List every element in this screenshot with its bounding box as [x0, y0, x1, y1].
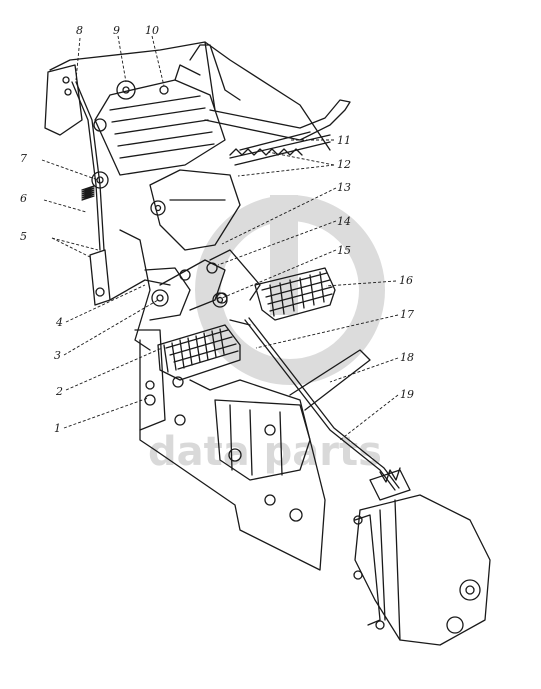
leader-7	[41, 159, 99, 181]
leader-14	[217, 220, 337, 266]
watermark: data parts	[148, 195, 385, 475]
pedal-mechanism-drawing	[44, 41, 491, 646]
callout-13: 13	[337, 181, 351, 194]
leader-2	[65, 347, 163, 391]
callout-labels: 1 2 3 4 5 6 7 8 9 10 11 12 13 14 15 16 1…	[20, 24, 414, 435]
leader-19	[339, 394, 399, 441]
callout-2: 2	[55, 385, 63, 398]
leader-13	[221, 187, 337, 245]
leader-10	[151, 35, 165, 87]
leader-12b	[237, 164, 335, 177]
leader-1	[63, 397, 149, 429]
leader-6	[43, 199, 87, 213]
leader-16	[325, 280, 397, 287]
callout-6: 6	[20, 192, 27, 205]
callout-5: 5	[20, 230, 27, 243]
leader-4	[65, 284, 146, 323]
leader-17	[255, 314, 399, 349]
callout-19: 19	[400, 388, 414, 401]
callout-10: 10	[145, 24, 159, 37]
callout-9: 9	[113, 24, 120, 37]
callout-18: 18	[400, 351, 414, 364]
callout-17: 17	[400, 308, 414, 321]
leader-15	[221, 249, 337, 299]
callout-7: 7	[20, 152, 27, 165]
callout-16: 16	[399, 274, 413, 287]
watermark-text: data parts	[148, 429, 382, 475]
callout-12: 12	[337, 158, 351, 171]
callout-15: 15	[337, 244, 351, 257]
leader-3	[63, 299, 159, 356]
callout-11: 11	[337, 134, 351, 147]
leader-5b	[51, 237, 99, 251]
callout-1: 1	[54, 422, 61, 435]
leader-9	[117, 35, 127, 83]
callout-14: 14	[337, 215, 351, 228]
leader-12a	[267, 151, 335, 166]
leader-18	[329, 357, 399, 383]
leader-5a	[51, 237, 93, 259]
callout-3: 3	[54, 349, 61, 362]
leader-8	[75, 37, 81, 81]
callout-4: 4	[55, 316, 63, 329]
leader-lines	[41, 35, 399, 441]
callout-8: 8	[76, 24, 83, 37]
